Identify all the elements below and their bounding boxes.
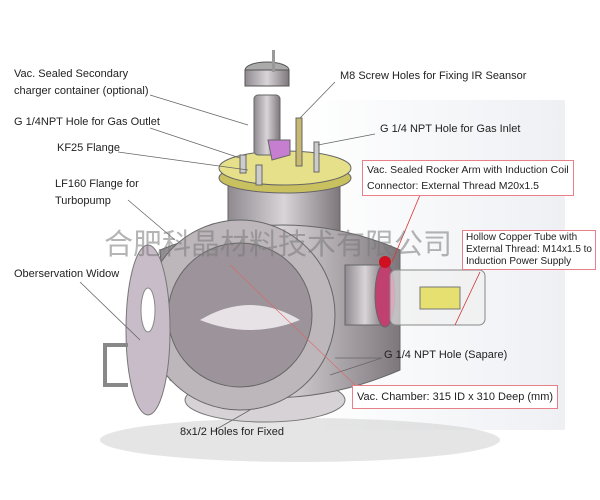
- label-lf160-flange: LF160 Flange for Turbopump: [55, 176, 139, 210]
- label-gas-inlet: G 1/4 NPT Hole for Gas Inlet: [380, 123, 521, 135]
- label-line: Hollow Copper Tube with: [466, 232, 578, 243]
- label-m8-screw-holes: M8 Screw Holes for Fixing IR Seansor: [340, 70, 527, 82]
- viewport: [140, 287, 156, 333]
- induction-coil: [419, 286, 461, 310]
- chamber-leader: [229, 264, 356, 386]
- label-line: LF160 Flange for: [55, 178, 139, 190]
- label-line: Vac. Sealed Secondary: [14, 68, 129, 80]
- kf25-post: [255, 164, 263, 186]
- label-fixing-holes: 8x1/2 Holes for Fixed: [180, 426, 284, 438]
- leader-lines: [79, 81, 481, 431]
- door-handle: [103, 343, 128, 387]
- gas-outlet-post: [239, 154, 247, 174]
- callout-chamber-size: Vac. Chamber: 315 ID x 310 Deep (mm): [352, 385, 559, 409]
- ir-sensor-post: [295, 117, 303, 167]
- gas-inlet-post: [313, 141, 320, 173]
- rocker-knob: [379, 256, 391, 268]
- callout-copper-tube: Hollow Copper Tube with External Thread:…: [462, 230, 596, 270]
- label-line: Connector: External Thread M20x1.5: [367, 180, 539, 192]
- label-line: Vac. Sealed Rocker Arm with Induction Co…: [367, 164, 569, 176]
- label-line: Turbopump: [55, 195, 111, 207]
- shadow: [100, 418, 500, 462]
- purple-fitting: [267, 139, 291, 161]
- inner-port: [200, 305, 300, 330]
- label-gas-outlet: G 1/4NPT Hole for Gas Outlet: [14, 116, 160, 128]
- rocker-leader: [391, 194, 421, 263]
- label-spare-hole: G 1/4 NPT Hole (Sapare): [384, 349, 508, 361]
- label-secondary-container: Vac. Sealed Secondary charger container …: [14, 66, 149, 100]
- container-head: [244, 69, 290, 87]
- container-rod: [272, 50, 275, 72]
- watermark: 合肥科晶材料技术有限公司: [104, 227, 453, 261]
- callout-rocker-arm: Vac. Sealed Rocker Arm with Induction Co…: [362, 160, 574, 196]
- label-line: charger container (optional): [14, 85, 149, 97]
- label-observation-window: Oberservation Widow: [14, 268, 120, 280]
- label-kf25-flange: KF25 Flange: [57, 142, 120, 154]
- label-line: External Thread: M14x1.5 to: [466, 244, 592, 255]
- label-line: Induction Power Supply: [466, 256, 572, 267]
